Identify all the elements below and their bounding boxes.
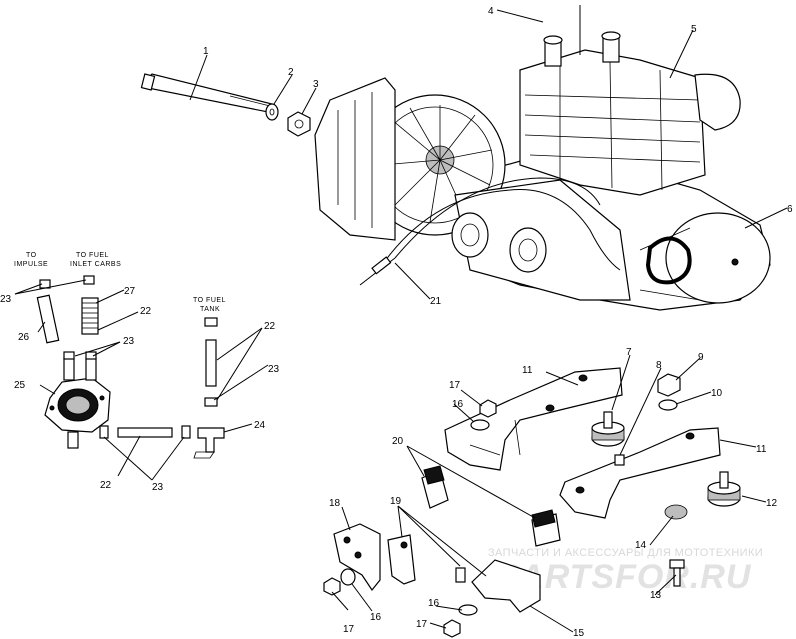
callout-17b: 17	[343, 624, 355, 635]
callout-2: 2	[288, 67, 294, 78]
callout-14: 14	[635, 540, 647, 551]
callout-6: 6	[787, 204, 793, 215]
part-bolt	[140, 73, 273, 113]
callout-25: 25	[14, 380, 26, 391]
callout-16c: 16	[428, 598, 440, 609]
callout-16a: 16	[452, 399, 464, 410]
callout-23b: 23	[123, 336, 135, 347]
engine-assembly-icon	[314, 5, 771, 311]
callout-10: 10	[711, 388, 723, 399]
note-to-fuel-inlet-1: TO FUEL	[76, 252, 109, 259]
callout-21: 21	[430, 296, 442, 307]
callout-22b: 22	[264, 321, 276, 332]
callout-20: 20	[392, 436, 404, 447]
callout-17c: 17	[416, 619, 428, 630]
note-to-impulse-1: TO	[26, 252, 37, 259]
callout-12: 12	[766, 498, 778, 509]
callout-26: 26	[18, 332, 30, 343]
fuel-pump-icon	[36, 275, 225, 459]
callout-17a: 17	[449, 380, 461, 391]
callout-18: 18	[329, 498, 341, 509]
callout-22c: 22	[100, 480, 112, 491]
callout-27: 27	[124, 286, 136, 297]
callout-24: 24	[254, 420, 266, 431]
callout-5: 5	[691, 24, 697, 35]
note-to-fuel-inlet-2: INLET CARBS	[70, 261, 121, 268]
callout-9: 9	[698, 352, 704, 363]
note-to-fuel-tank-1: TO FUEL	[193, 297, 226, 304]
callout-23c: 23	[268, 364, 280, 375]
callout-8: 8	[656, 360, 662, 371]
callout-13: 13	[650, 590, 662, 601]
note-to-impulse-2: IMPULSE	[14, 261, 48, 268]
callout-23a: 23	[0, 294, 12, 305]
callout-15: 15	[573, 628, 585, 639]
part-nut	[287, 111, 311, 137]
annotation-notes: TO IMPULSE TO FUEL INLET CARBS TO FUEL T…	[14, 252, 226, 313]
callout-19: 19	[390, 496, 402, 507]
callout-3: 3	[313, 79, 319, 90]
callout-4: 4	[488, 6, 494, 17]
callout-16b: 16	[370, 612, 382, 623]
watermark-caption: ЗАПЧАСТИ И АКСЕССУАРЫ ДЛЯ МОТОТЕХНИКИ	[488, 547, 763, 559]
callout-1: 1	[203, 46, 209, 57]
callout-11a: 11	[522, 365, 533, 376]
note-to-fuel-tank-2: TANK	[200, 306, 220, 313]
part-washer	[265, 103, 279, 121]
callout-labels: 1 2 3 4 5 6 7 8 9 10 11 11 12 13 14 15 1…	[0, 6, 793, 639]
callout-11b: 11	[756, 444, 767, 455]
callout-22a: 22	[140, 306, 152, 317]
callout-23d: 23	[152, 482, 164, 493]
motor-mount-icon	[323, 367, 741, 638]
leader-lines	[14, 9, 788, 633]
callout-7: 7	[626, 347, 632, 358]
